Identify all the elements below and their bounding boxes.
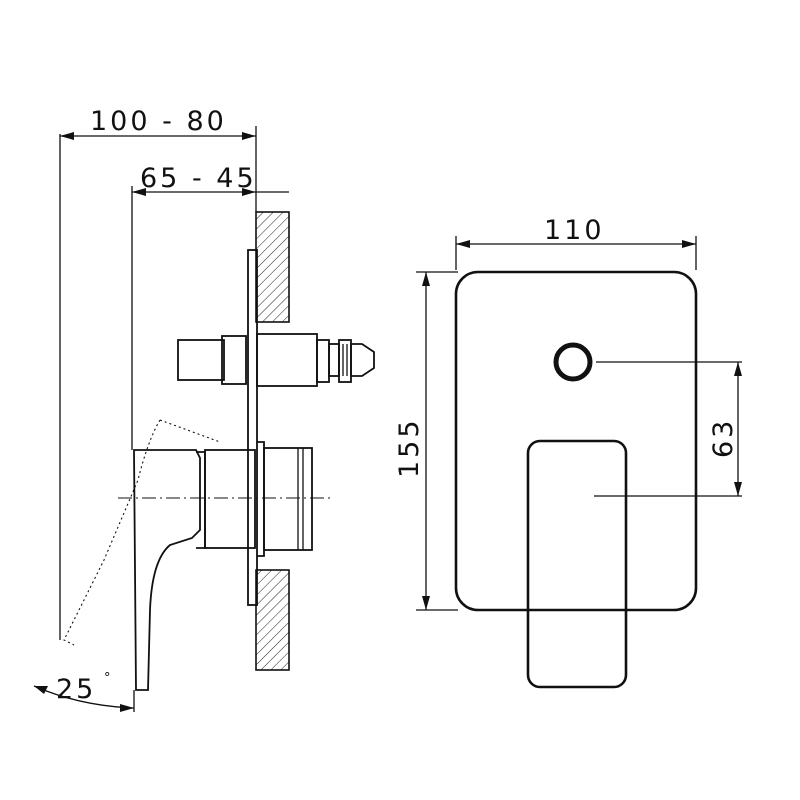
side-view: 100 - 80 65 - 45 25 °	[33, 106, 375, 712]
dim-handle-offset: 63	[708, 418, 739, 458]
lever-handle-rotated	[63, 419, 221, 646]
dim-install-depth: 100 - 80	[90, 106, 227, 137]
lever-handle-neck	[196, 451, 206, 549]
dim-angle-degree: °	[104, 671, 111, 686]
dim-body-depth: 65 - 45	[140, 163, 257, 194]
cover-plate	[454, 270, 698, 612]
wall-section-upper	[255, 211, 290, 323]
mounting-plate	[247, 249, 258, 606]
wall-section-lower	[255, 569, 290, 671]
lever-handle	[133, 449, 201, 691]
lever-front	[526, 439, 628, 689]
diverter-cartridge	[177, 333, 375, 387]
dim-plate-width: 110	[544, 215, 605, 246]
dim-plate-height: 155	[394, 417, 425, 478]
diverter-knob	[553, 342, 593, 382]
front-view: 110 155 63	[394, 215, 742, 689]
mixer-body	[204, 441, 313, 557]
dim-angle: 25	[56, 674, 96, 705]
